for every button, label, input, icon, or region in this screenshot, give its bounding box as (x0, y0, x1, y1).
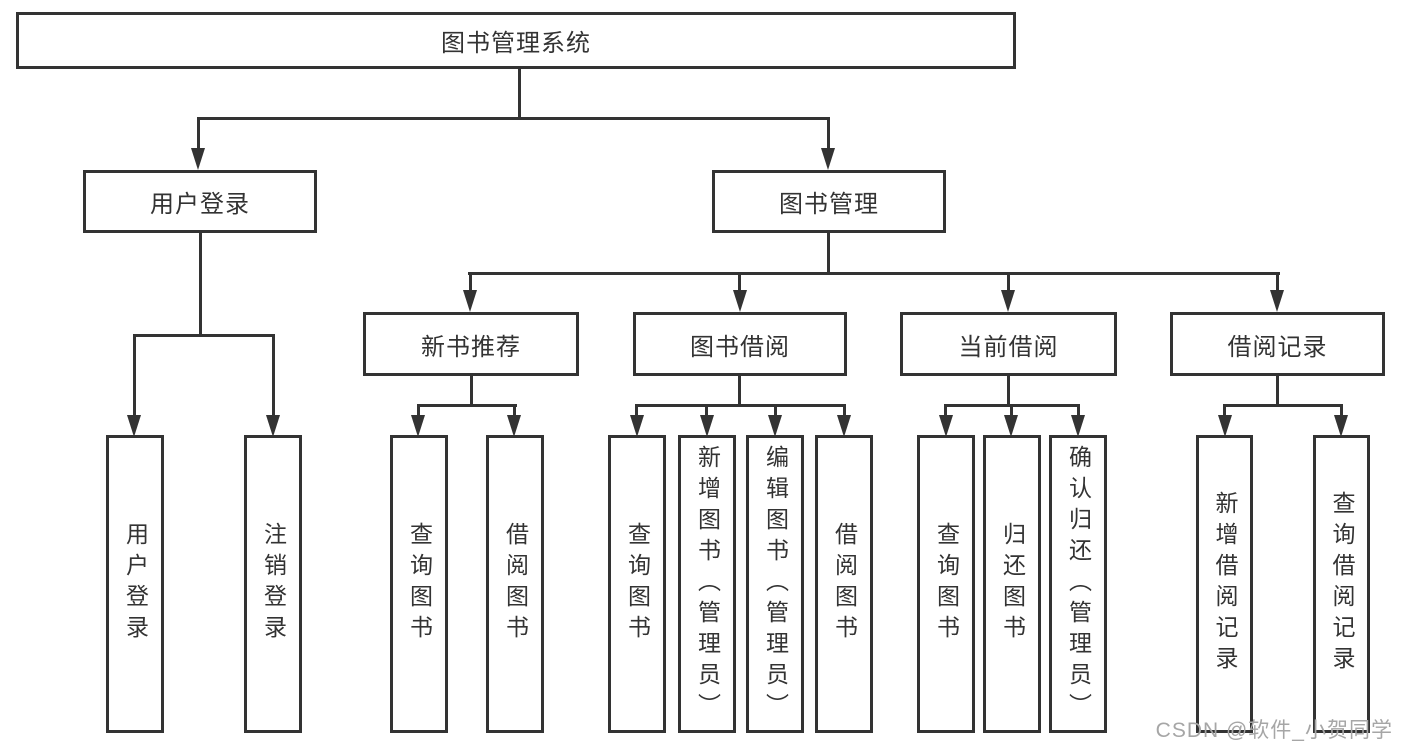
node-book-borrowing-label: 图书借阅 (690, 333, 790, 361)
arrowhead-leaf (1004, 415, 1018, 437)
connector-stem-logout-leaf (272, 334, 275, 419)
node-borrowing-records-label: 借阅记录 (1227, 333, 1328, 361)
leaf-label: 编辑图书（管理员） (762, 444, 789, 724)
node-current-borrowing: 当前借阅 (900, 312, 1117, 376)
arrowhead-login-leaf (127, 415, 141, 437)
node-root: 图书管理系统 (16, 12, 1016, 69)
connector-new-book-rail (417, 404, 517, 407)
arrowhead-borrow-record (1270, 290, 1284, 312)
leaf-user-login: 用户登录 (106, 435, 164, 733)
node-user-login-label: 用户登录 (150, 191, 250, 218)
arrowhead-leaf (630, 415, 644, 437)
node-root-label: 图书管理系统 (441, 30, 591, 57)
connector-user-login-stem (199, 233, 202, 337)
node-new-book-recommend: 新书推荐 (363, 312, 579, 376)
connector-book-borrow-rail (635, 404, 846, 407)
arrowhead-book-mgmt (821, 148, 835, 170)
node-book-borrowing: 图书借阅 (633, 312, 847, 376)
connector-stem-leaf (705, 404, 708, 419)
leaf-label: 注销登录 (260, 522, 287, 646)
connector-new-book-stem (470, 376, 473, 407)
leaf-label: 借阅图书 (831, 522, 858, 646)
leaf-query-books-2: 查询图书 (608, 435, 666, 733)
arrowhead-leaf (1218, 415, 1232, 437)
connector-borrow-record-rail (1223, 404, 1343, 407)
leaf-borrow-books-1: 借阅图书 (486, 435, 544, 733)
leaf-label: 查询借阅记录 (1329, 491, 1355, 677)
connector-stem-leaf (1010, 404, 1013, 419)
leaf-return-books: 归还图书 (983, 435, 1041, 733)
node-book-management-label: 图书管理 (779, 191, 879, 218)
leaf-label: 查询图书 (406, 522, 433, 646)
leaf-logout: 注销登录 (244, 435, 302, 733)
connector-stem-leaf (1340, 404, 1343, 419)
connector-stem-login-leaf (133, 334, 136, 419)
connector-stem-leaf (417, 404, 420, 419)
node-borrowing-records: 借阅记录 (1170, 312, 1385, 376)
connector-stem-leaf (635, 404, 638, 419)
leaf-add-borrow-record: 新增借阅记录 (1196, 435, 1253, 733)
leaf-label: 查询图书 (933, 522, 960, 646)
arrowhead-leaf (700, 415, 714, 437)
connector-stem-leaf (774, 404, 777, 419)
connector-stem-book-mgmt (827, 117, 830, 151)
leaf-label: 新增图书（管理员） (694, 444, 721, 724)
connector-book-borrow-stem (738, 376, 741, 407)
leaf-query-books-3: 查询图书 (917, 435, 975, 733)
leaf-label: 借阅图书 (502, 522, 529, 646)
connector-stem-leaf (513, 404, 516, 419)
connector-current-borrow-stem (1007, 376, 1010, 407)
node-user-login: 用户登录 (83, 170, 317, 233)
connector-stem-borrow-record (1276, 272, 1279, 294)
arrowhead-user-login (191, 148, 205, 170)
connector-stem-leaf (944, 404, 947, 419)
connector-borrow-record-stem (1276, 376, 1279, 407)
connector-stem-current-borrow (1007, 272, 1010, 294)
connector-stem-leaf (1223, 404, 1226, 419)
connector-book-mgmt-stem (827, 233, 830, 275)
arrowhead-leaf (837, 415, 851, 437)
connector-stem-user-login (197, 117, 200, 151)
arrowhead-leaf (1334, 415, 1348, 437)
arrowhead-leaf (507, 415, 521, 437)
leaf-query-books-1: 查询图书 (390, 435, 448, 733)
node-current-borrowing-label: 当前借阅 (958, 333, 1059, 361)
arrowhead-book-borrow (733, 290, 747, 312)
connector-stem-leaf (1077, 404, 1080, 419)
connector-user-login-rail (133, 334, 275, 337)
arrowhead-leaf (768, 415, 782, 437)
leaf-borrow-books-2: 借阅图书 (815, 435, 873, 733)
leaf-edit-books-admin: 编辑图书（管理员） (746, 435, 804, 733)
arrowhead-new-book (463, 290, 477, 312)
arrowhead-leaf (1071, 415, 1085, 437)
watermark: CSDN @软件_小贺同学 (1155, 719, 1393, 742)
connector-stem-book-borrow (738, 272, 741, 294)
connector-root-rail (197, 117, 830, 120)
arrowhead-leaf (939, 415, 953, 437)
arrowhead-leaf (411, 415, 425, 437)
node-new-book-recommend-label: 新书推荐 (421, 333, 521, 361)
arrowhead-logout-leaf (266, 415, 280, 437)
leaf-label: 确认归还（管理员） (1065, 444, 1092, 724)
node-book-management: 图书管理 (712, 170, 946, 233)
leaf-label: 查询图书 (624, 522, 651, 646)
leaf-confirm-return-admin: 确认归还（管理员） (1049, 435, 1107, 733)
leaf-query-borrow-record: 查询借阅记录 (1313, 435, 1370, 733)
leaf-label: 用户登录 (122, 522, 149, 646)
leaf-label: 归还图书 (999, 522, 1026, 646)
arrowhead-current-borrow (1001, 290, 1015, 312)
connector-root-stem (518, 69, 521, 120)
leaf-label: 新增借阅记录 (1212, 491, 1238, 677)
leaf-add-books-admin: 新增图书（管理员） (678, 435, 736, 733)
connector-stem-new-book (469, 272, 472, 294)
connector-stem-leaf (843, 404, 846, 419)
connector-book-mgmt-rail (468, 272, 1280, 275)
